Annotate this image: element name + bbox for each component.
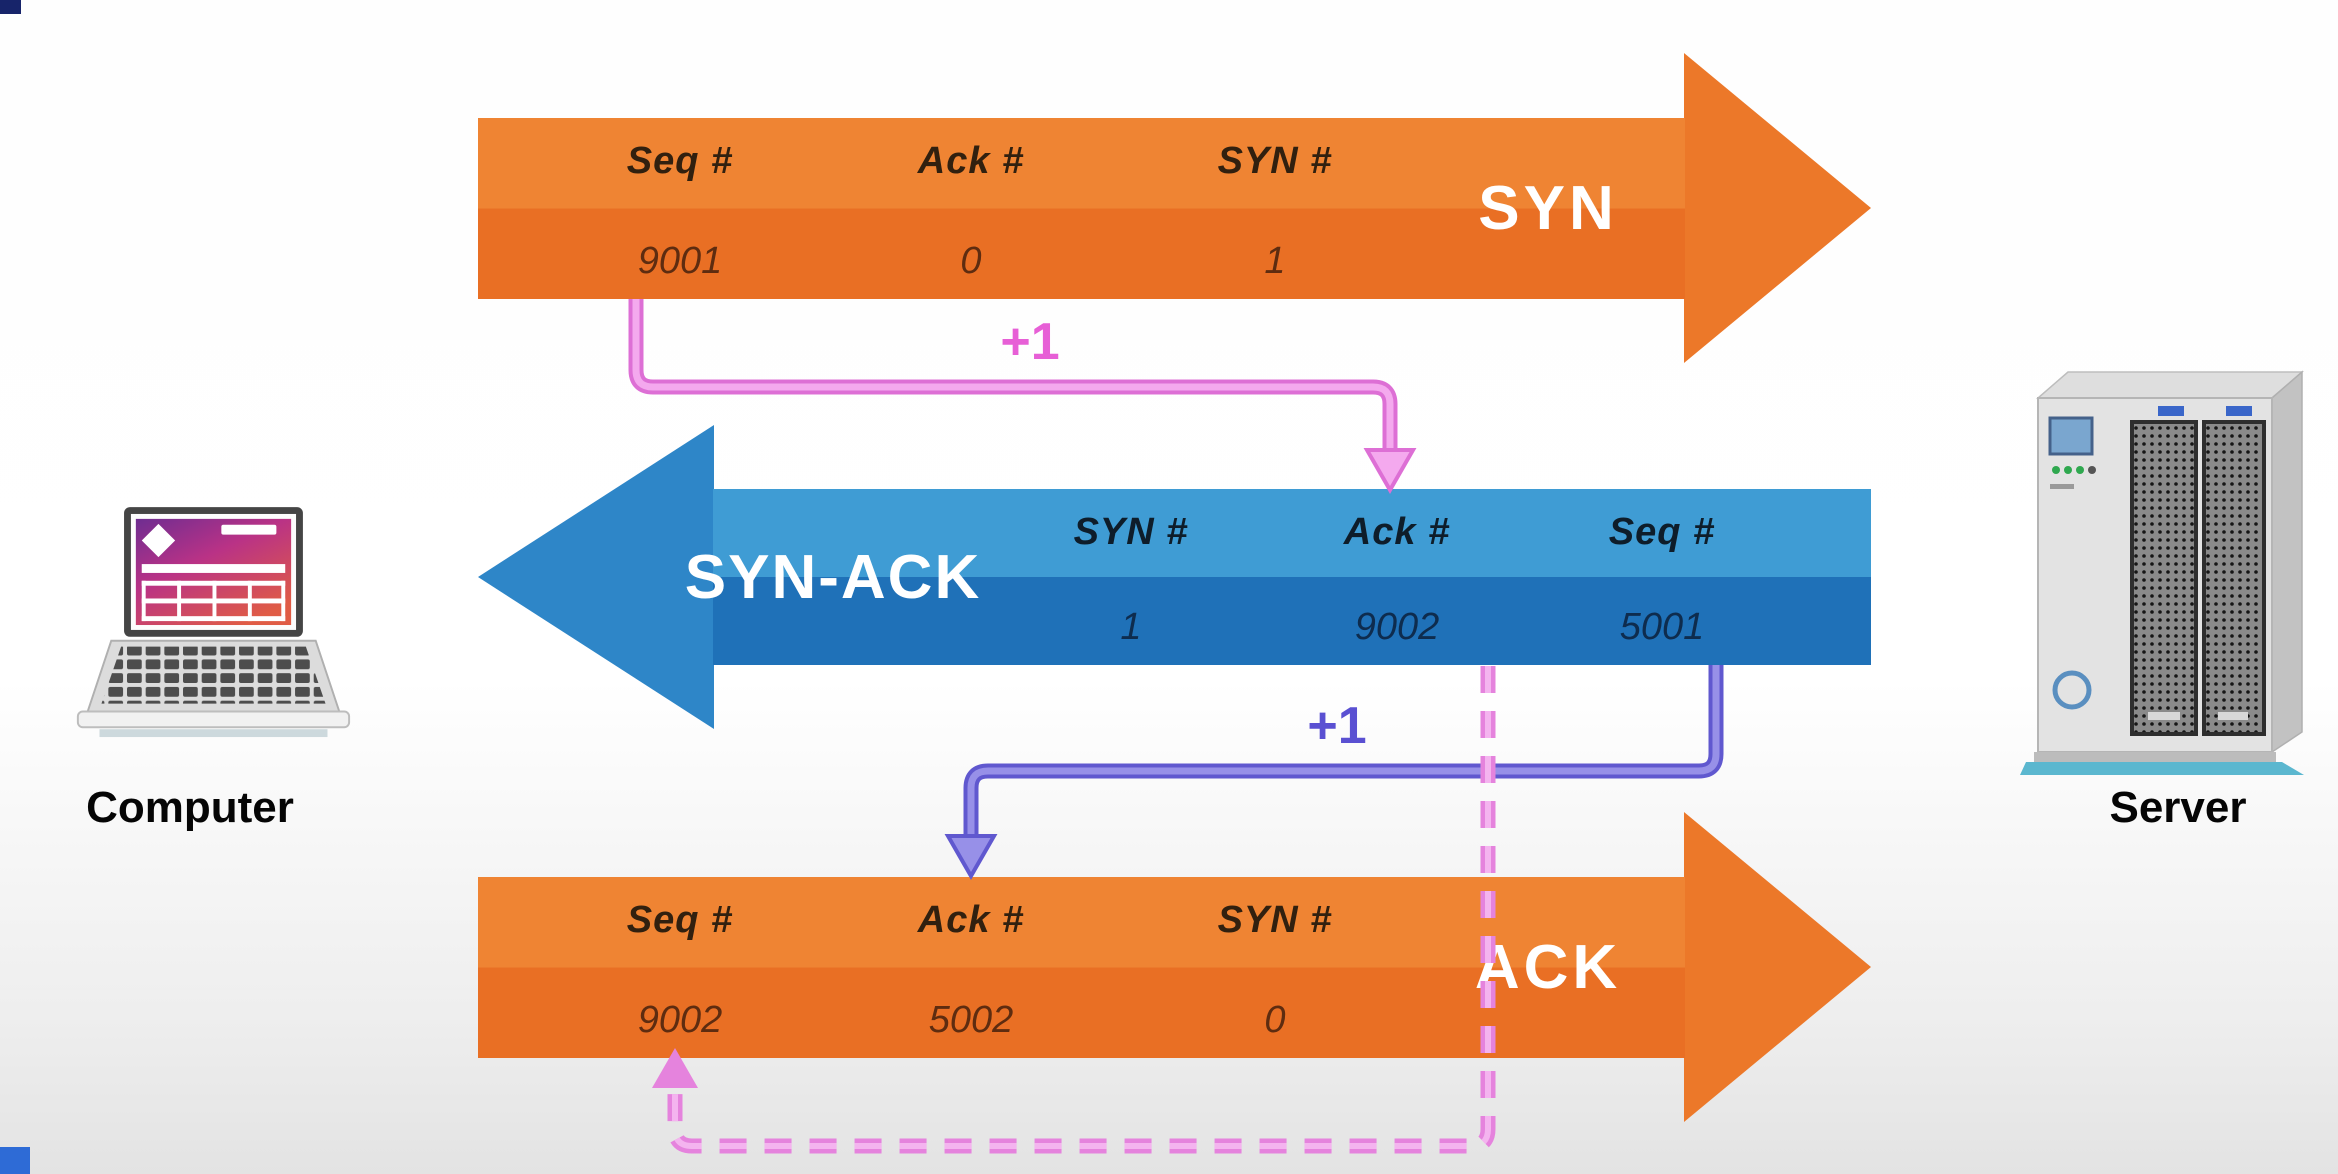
plus-one-label-purple: +1 [1307,697,1367,755]
ack-arrow-body: Seq # 9002 Ack # 5002 SYN # 0 ACK [478,877,1685,1058]
field-value: 0 [1264,999,1286,1041]
packet-field-syn: SYN # 1 [1011,489,1251,665]
right-arrowhead-icon [1684,812,1871,1122]
laptop-icon [70,505,355,752]
field-value: 1 [1264,240,1286,282]
packet-field-syn: SYN # 0 [1155,877,1395,1058]
field-name: SYN # [1217,899,1333,941]
field-name: SYN # [1217,140,1333,182]
right-arrowhead-icon [1684,53,1871,363]
plus-one-label-pink: +1 [1000,313,1060,371]
laptop-graphic [76,507,351,738]
packet-field-ack: Ack # 9002 [1277,489,1517,665]
syn-message-arrow: Seq # 9001 Ack # 0 SYN # 1 SYN [478,53,1872,364]
packet-field-syn: SYN # 1 [1155,118,1395,299]
syn-ack-label: SYN-ACK [684,542,982,612]
field-name: Ack # [1343,511,1451,553]
syn-ack-arrow-body: SYN-ACK SYN # 1 Ack # 9002 Seq # 5001 [685,489,1871,665]
syn-arrow-body: Seq # 9001 Ack # 0 SYN # 1 SYN [478,118,1685,299]
server-graphic [2020,370,2305,775]
field-name: SYN # [1073,511,1189,553]
field-value: 0 [960,240,982,282]
field-value: 9001 [637,240,723,282]
corner-artifact-top-left [0,0,21,14]
field-name: Seq # [626,899,734,941]
ack-label: ACK [1474,933,1622,1002]
corner-artifact-bottom-left [0,1147,30,1174]
syn-label: SYN [1478,174,1618,243]
syn-ack-message-arrow: SYN-ACK SYN # 1 Ack # 9002 Seq # 5001 [478,425,1872,729]
packet-field-seq: Seq # 5001 [1542,489,1782,665]
packet-field-ack: Ack # 0 [851,118,1091,299]
server-icon [2020,360,2316,780]
ack-message-arrow: Seq # 9002 Ack # 5002 SYN # 0 ACK [478,812,1872,1123]
field-value: 1 [1120,606,1142,648]
field-value: 9002 [1354,606,1440,648]
field-name: Ack # [917,899,1025,941]
field-name: Ack # [917,140,1025,182]
field-name: Seq # [1608,511,1716,553]
computer-label: Computer [86,783,294,832]
field-name: Seq # [626,140,734,182]
field-value: 5001 [1619,606,1705,648]
packet-field-seq: Seq # 9001 [560,118,800,299]
server-label: Server [2109,783,2247,832]
packet-field-seq: Seq # 9002 [560,877,800,1058]
field-value: 5002 [928,999,1014,1041]
field-value: 9002 [637,999,723,1041]
packet-field-ack: Ack # 5002 [851,877,1091,1058]
